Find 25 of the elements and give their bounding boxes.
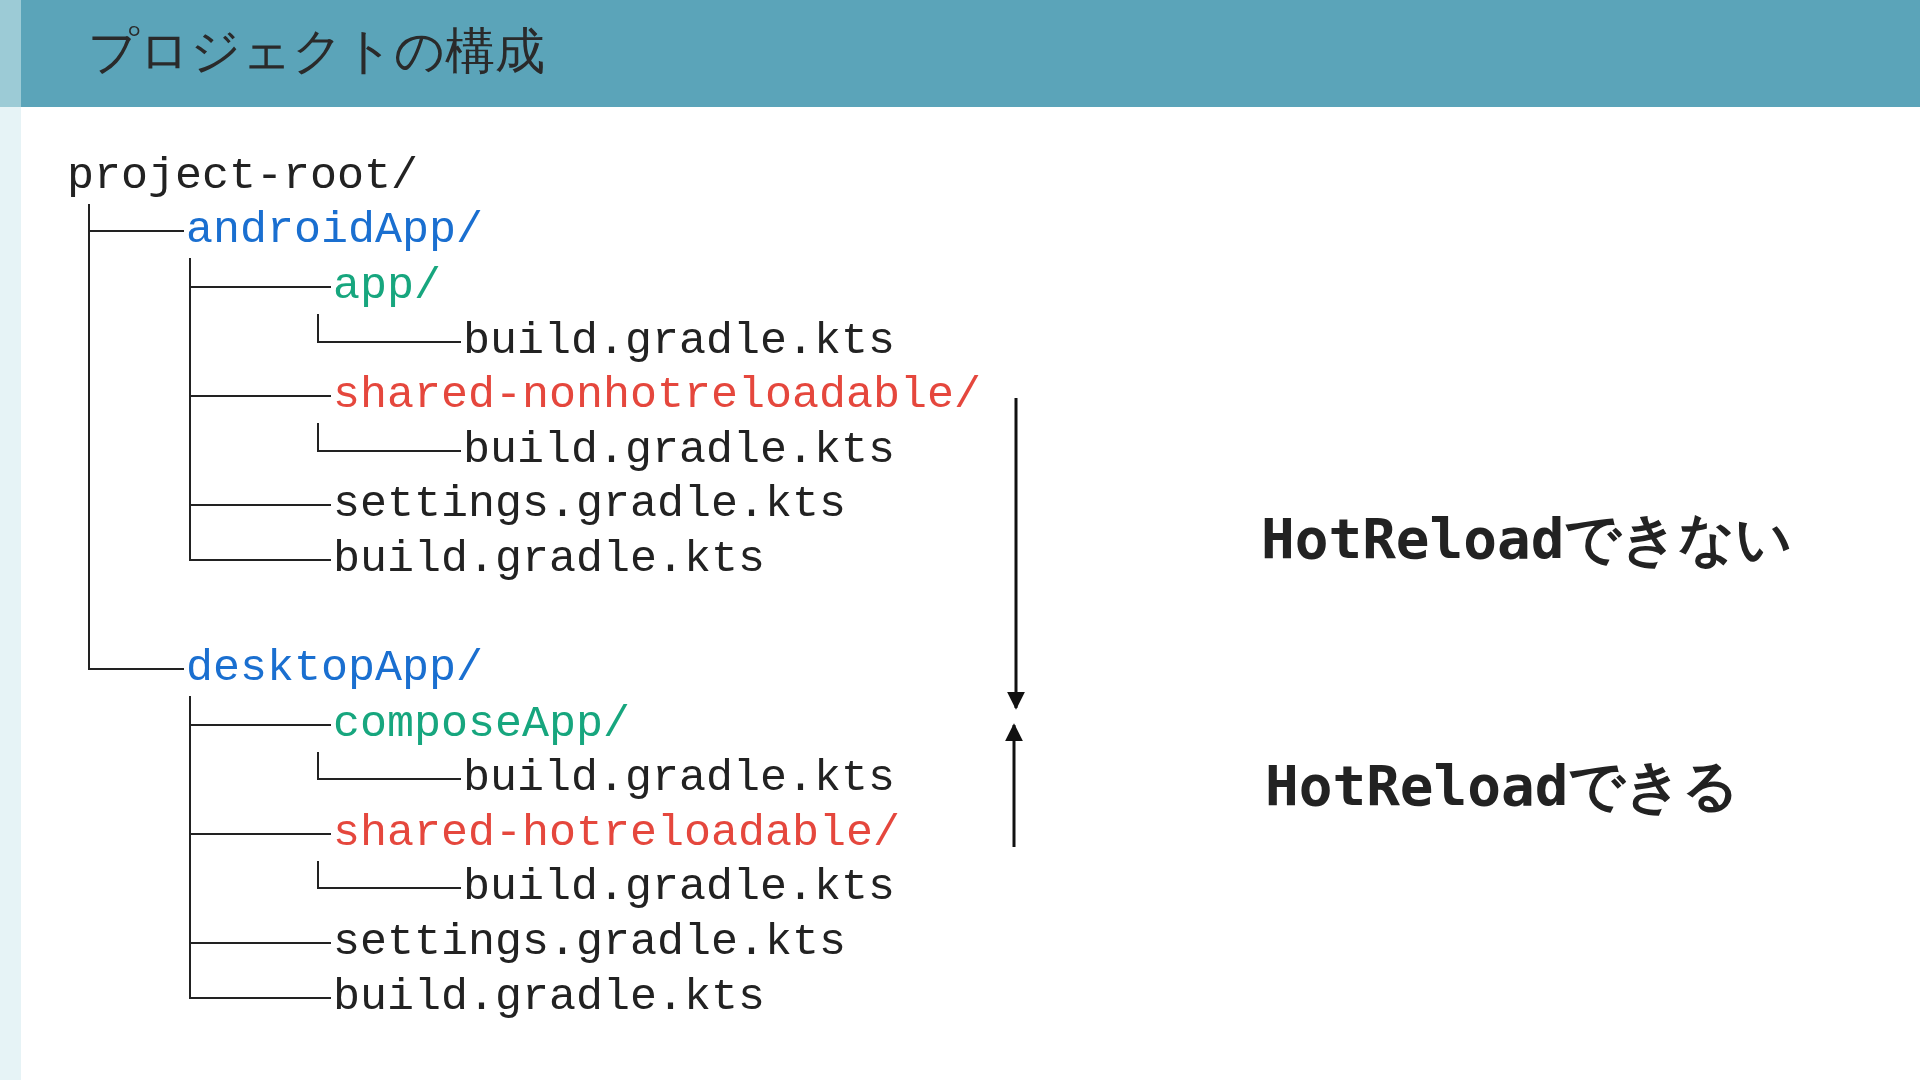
- folder-name: composeApp/: [333, 698, 631, 752]
- tree-line: [317, 751, 462, 780]
- tree-line: [88, 203, 185, 670]
- folder-name: project-root/: [67, 150, 419, 204]
- tree-line: [189, 257, 332, 561]
- file-name: settings.gradle.kts: [333, 916, 847, 970]
- file-name: build.gradle.kts: [463, 315, 896, 369]
- folder-name: app/: [333, 260, 442, 314]
- folder-name: shared-hotreloadable/: [333, 807, 901, 861]
- tree-line: [317, 860, 462, 889]
- file-name: build.gradle.kts: [333, 971, 766, 1025]
- slide-title: プロジェクトの構成: [88, 21, 545, 82]
- annotation-text: HotReloadできる: [1265, 753, 1740, 819]
- file-name: build.gradle.kts: [463, 861, 896, 915]
- folder-name: shared-nonhotreloadable/: [333, 369, 982, 423]
- file-name: build.gradle.kts: [463, 752, 896, 806]
- folder-name: androidApp/: [186, 204, 484, 258]
- tree-line: [317, 313, 462, 343]
- tree-line: [189, 695, 332, 999]
- file-name: build.gradle.kts: [463, 424, 896, 478]
- folder-name: desktopApp/: [186, 642, 484, 696]
- file-name: settings.gradle.kts: [333, 478, 847, 532]
- annotation-text: HotReloadできない: [1261, 506, 1793, 572]
- file-name: build.gradle.kts: [333, 533, 766, 587]
- tree-line: [317, 422, 462, 452]
